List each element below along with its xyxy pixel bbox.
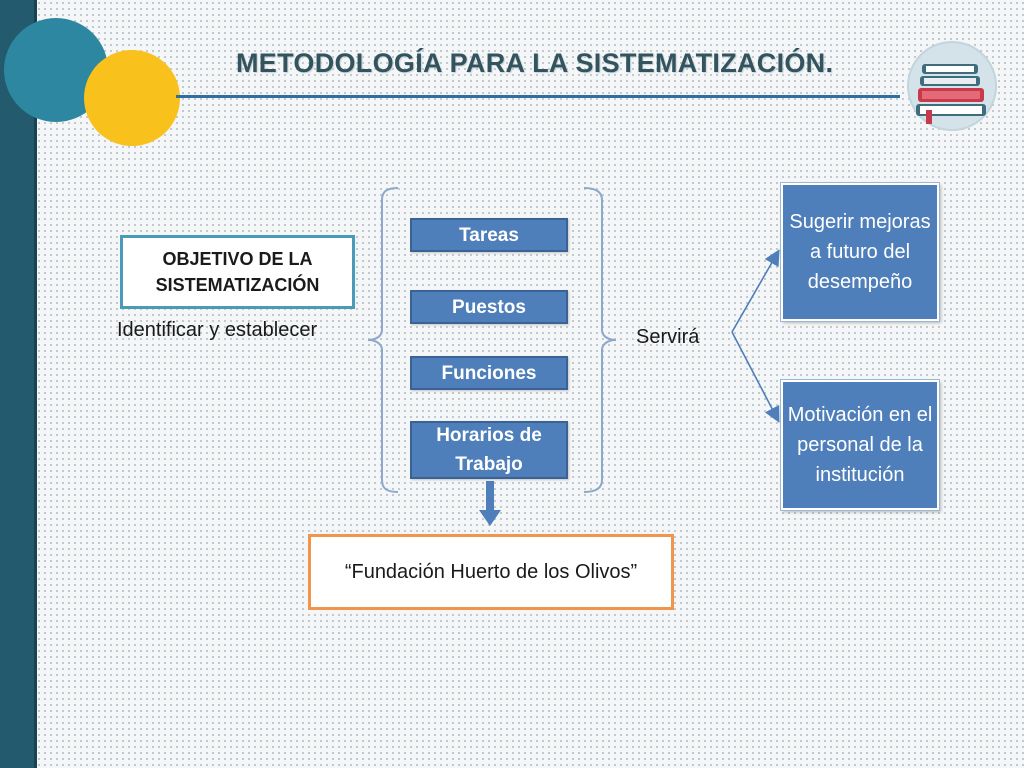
serve-label: Servirá [636, 326, 700, 348]
arrow-to-motivation [731, 331, 780, 423]
task-box-puestos: Puestos [410, 290, 568, 324]
task-box-tareas: Tareas [410, 218, 568, 252]
right-brace [583, 187, 617, 493]
result-box-suggest: Sugerir mejoras a futuro del desempeño [780, 182, 940, 322]
side-bar-edge [34, 0, 37, 768]
task-box-horarios: Horarios de Trabajo [410, 421, 568, 479]
foundation-box: “Fundación Huerto de los Olivos” [308, 534, 674, 610]
objective-box: OBJETIVO DE LA SISTEMATIZACIÓN [120, 235, 355, 309]
arrow-to-suggest [731, 249, 780, 333]
objective-label: Identificar y establecer [117, 319, 318, 341]
result-box-motivation: Motivación en el personal de la instituc… [780, 379, 940, 511]
task-box-funciones: Funciones [410, 356, 568, 390]
down-arrow [479, 481, 501, 526]
left-brace [367, 187, 399, 493]
books-icon [907, 41, 997, 131]
page-title: METODOLOGÍA PARA LA SISTEMATIZACIÓN. [236, 48, 834, 78]
decor-circle-yellow [84, 50, 180, 146]
side-bar [0, 0, 34, 768]
title-underline [176, 95, 900, 98]
